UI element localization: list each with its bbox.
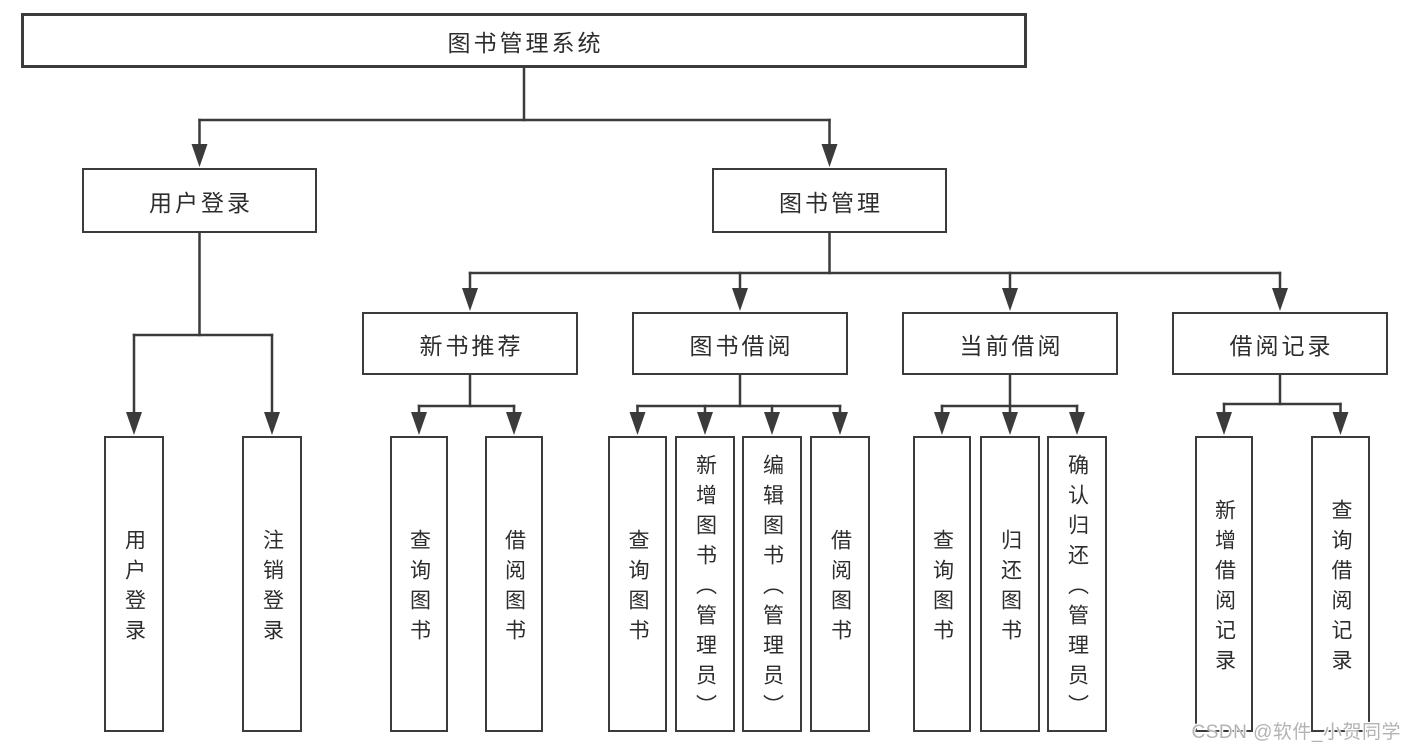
node-label: 用户登录 — [122, 528, 146, 649]
node-label: 归还图书 — [998, 528, 1022, 649]
arrowhead-icon — [1272, 288, 1288, 311]
node-label: 查询借阅记录 — [1329, 498, 1352, 679]
node-book-mgmt: 图书管理 — [712, 168, 947, 233]
node-user-login: 用户登录 — [82, 168, 317, 233]
node-leaf-add-record: 新增借阅记录 — [1195, 436, 1253, 732]
node-label: 查询图书 — [407, 528, 431, 649]
node-leaf-edit-book: 编辑图书（管理员） — [742, 436, 802, 732]
node-label: 借阅记录 — [1229, 332, 1334, 359]
node-leaf-query-book-1: 查询图书 — [390, 436, 448, 732]
node-label: 借阅图书 — [502, 528, 526, 649]
node-label: 查询图书 — [930, 528, 954, 649]
arrowhead-icon — [264, 412, 280, 435]
node-leaf-query-book-3: 查询图书 — [913, 436, 971, 732]
node-label: 当前借阅 — [959, 332, 1064, 359]
node-new-book-rec: 新书推荐 — [362, 312, 578, 375]
node-leaf-borrow-book-1: 借阅图书 — [485, 436, 543, 732]
arrowhead-icon — [411, 412, 427, 435]
node-book-borrow: 图书借阅 — [632, 312, 848, 375]
node-label: 新增图书（管理员） — [693, 453, 717, 724]
arrowhead-icon — [191, 144, 208, 167]
node-label: 图书管理 — [779, 189, 883, 216]
node-leaf-user-login: 用户登录 — [104, 436, 164, 732]
node-label: 借阅图书 — [828, 528, 852, 649]
node-leaf-return-book: 归还图书 — [980, 436, 1040, 732]
arrowhead-icon — [126, 412, 142, 435]
node-label: 新增借阅记录 — [1212, 498, 1236, 679]
arrowhead-icon — [462, 288, 478, 311]
node-root: 图书管理系统 — [21, 13, 1027, 68]
arrowhead-icon — [732, 288, 748, 311]
node-current-borrow: 当前借阅 — [902, 312, 1118, 375]
arrowhead-icon — [697, 412, 713, 435]
arrowhead-icon — [506, 412, 522, 435]
node-label: 图书借阅 — [689, 332, 794, 359]
node-leaf-borrow-book-2: 借阅图书 — [810, 436, 870, 732]
node-leaf-logout: 注销登录 — [242, 436, 302, 732]
watermark: CSDN @软件_小贺同学 — [1191, 722, 1401, 743]
node-leaf-confirm-return: 确认归还（管理员） — [1047, 436, 1107, 732]
arrowhead-icon — [832, 412, 848, 435]
node-label: 编辑图书（管理员） — [760, 453, 784, 724]
arrowhead-icon — [1002, 412, 1018, 435]
node-label: 图书管理系统 — [447, 29, 604, 56]
node-label: 确认归还（管理员） — [1065, 453, 1089, 724]
arrowhead-icon — [1002, 288, 1018, 311]
arrowhead-icon — [1069, 412, 1085, 435]
arrowhead-icon — [1332, 412, 1349, 435]
node-borrow-records: 借阅记录 — [1172, 312, 1388, 375]
arrowhead-icon — [821, 144, 838, 167]
arrowhead-icon — [629, 412, 646, 435]
arrowhead-icon — [934, 412, 950, 435]
node-leaf-query-book-2: 查询图书 — [608, 436, 667, 732]
arrowhead-icon — [764, 412, 780, 435]
arrowhead-icon — [1216, 412, 1232, 435]
node-label: 用户登录 — [149, 189, 253, 216]
node-label: 注销登录 — [260, 528, 284, 649]
node-leaf-add-book: 新增图书（管理员） — [675, 436, 735, 732]
node-leaf-query-record: 查询借阅记录 — [1311, 436, 1370, 732]
node-label: 查询图书 — [626, 528, 649, 649]
node-label: 新书推荐 — [419, 332, 524, 359]
